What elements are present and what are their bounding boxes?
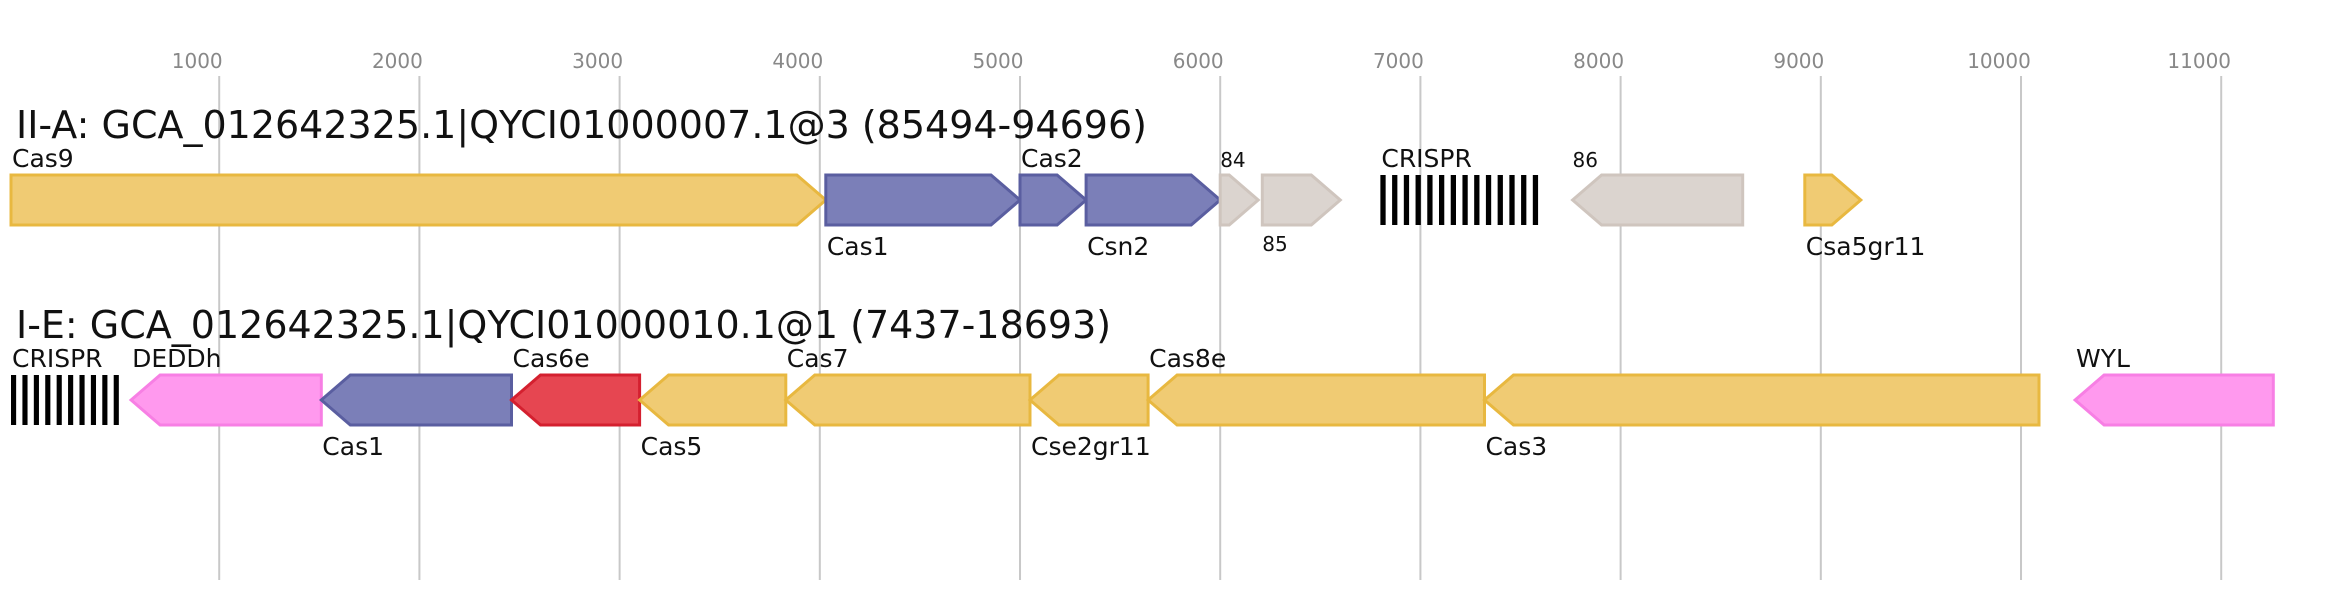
tick-label: 11000 bbox=[2167, 49, 2231, 73]
gene-cas1[interactable] bbox=[319, 373, 513, 427]
crispr-repeat bbox=[1403, 175, 1410, 225]
crispr-repeat bbox=[1485, 175, 1492, 225]
crispr-repeat bbox=[1438, 175, 1445, 225]
gene-cas1[interactable] bbox=[824, 173, 1023, 227]
tick-label: 4000 bbox=[772, 49, 823, 73]
crispr-repeat bbox=[1427, 175, 1433, 225]
gene-label-cas9: Cas9 bbox=[12, 144, 74, 173]
crispr-repeat bbox=[1474, 175, 1480, 225]
axis-grid: 1000 2000 3000 4000 5000 6000 7000 8000 9000 1000… bbox=[172, 49, 2231, 580]
gene-label-csn2: Csn2 bbox=[1087, 232, 1149, 261]
gene-label-deddh: DEDDh bbox=[132, 344, 221, 373]
tick-label: 7000 bbox=[1373, 49, 1424, 73]
crispr-repeat bbox=[56, 375, 62, 425]
crispr-repeat bbox=[79, 375, 85, 425]
crispr-repeat bbox=[45, 375, 51, 425]
gene-cas6e[interactable] bbox=[509, 373, 642, 427]
crispr-repeat bbox=[1380, 175, 1386, 225]
crispr-array-ii-a bbox=[1380, 175, 1539, 225]
gene-label-cas1: Cas1 bbox=[827, 232, 889, 261]
crispr-repeat bbox=[1532, 175, 1539, 225]
gene-label-85: 85 bbox=[1262, 232, 1287, 256]
gene-label-cas6e: Cas6e bbox=[513, 344, 590, 373]
gene-86[interactable] bbox=[1570, 173, 1745, 227]
gene-label-cas2: Cas2 bbox=[1021, 144, 1083, 173]
crispr-repeat bbox=[1450, 175, 1457, 225]
track-title-I-E: I-E: GCA_012642325.1|QYCI01000010.1@1 (7… bbox=[16, 303, 1111, 348]
crispr-repeat bbox=[11, 375, 17, 425]
gene-cas5[interactable] bbox=[637, 373, 788, 427]
gene-cas2[interactable] bbox=[1018, 173, 1089, 227]
gene-cas7[interactable] bbox=[783, 373, 1032, 427]
crispr-repeat bbox=[1497, 175, 1503, 225]
crispr-repeat bbox=[1415, 175, 1421, 225]
crispr-repeat bbox=[1521, 175, 1527, 225]
tick-label: 3000 bbox=[572, 49, 623, 73]
gene-label-crispr: CRISPR bbox=[12, 344, 103, 373]
gene-cse2gr11[interactable] bbox=[1027, 373, 1150, 427]
gene-csn2[interactable] bbox=[1084, 173, 1223, 227]
gene-label-cas7: Cas7 bbox=[787, 344, 849, 373]
gene-84[interactable] bbox=[1218, 173, 1261, 227]
crispr-repeat bbox=[90, 375, 97, 425]
gene-wyl[interactable] bbox=[2072, 373, 2275, 427]
gene-label-cas3: Cas3 bbox=[1485, 432, 1547, 461]
gene-deddh[interactable] bbox=[128, 373, 323, 427]
crispr-repeat bbox=[113, 375, 119, 425]
tick-label: 2000 bbox=[372, 49, 423, 73]
gene-label-cas5: Cas5 bbox=[641, 432, 703, 461]
track-title-II-A: II-A: GCA_012642325.1|QYCI01000007.1@3 (… bbox=[16, 103, 1147, 148]
gene-cas3[interactable] bbox=[1482, 373, 2041, 427]
gene-85[interactable] bbox=[1260, 173, 1343, 227]
crispr-array-i-e bbox=[11, 375, 119, 425]
gene-label-cas8e: Cas8e bbox=[1149, 344, 1226, 373]
gene-label-cse2gr11: Cse2gr11 bbox=[1031, 432, 1151, 461]
crispr-repeat bbox=[68, 375, 74, 425]
tick-label: 6000 bbox=[1173, 49, 1224, 73]
crispr-repeat bbox=[1392, 175, 1398, 225]
gene-label-crispr: CRISPR bbox=[1381, 144, 1472, 173]
tick-label: 1000 bbox=[172, 49, 223, 73]
crispr-repeat bbox=[22, 375, 28, 425]
gene-cas8e[interactable] bbox=[1145, 373, 1486, 427]
gene-label-wyl: WYL bbox=[2076, 344, 2130, 373]
gene-label-84: 84 bbox=[1220, 148, 1245, 172]
gene-cas9[interactable] bbox=[9, 173, 829, 227]
crispr-repeat bbox=[1509, 175, 1515, 225]
gene-label-csa5gr11: Csa5gr11 bbox=[1806, 232, 1926, 261]
crispr-repeat bbox=[1462, 175, 1468, 225]
tick-label: 10000 bbox=[1967, 49, 2031, 73]
gene-label-cas1: Cas1 bbox=[322, 432, 384, 461]
gene-label-86: 86 bbox=[1573, 148, 1598, 172]
gene-csa5gr11[interactable] bbox=[1803, 173, 1864, 227]
crispr-repeat bbox=[33, 375, 39, 425]
tick-label: 8000 bbox=[1573, 49, 1624, 73]
tick-label: 9000 bbox=[1773, 49, 1824, 73]
tick-label: 5000 bbox=[973, 49, 1024, 73]
crispr-repeat bbox=[102, 375, 108, 425]
